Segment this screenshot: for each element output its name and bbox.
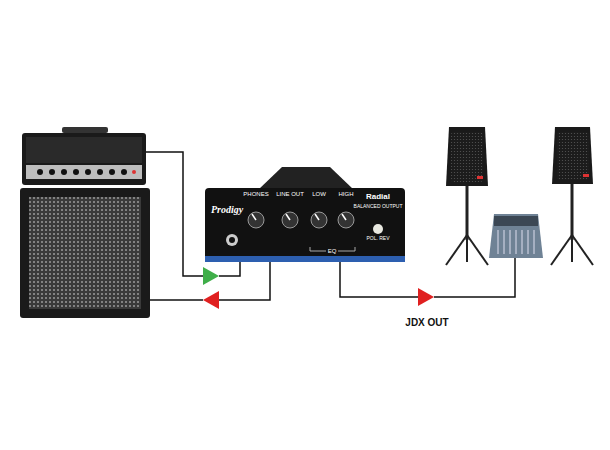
control-label: EQ xyxy=(326,248,339,254)
output-arrow xyxy=(203,291,219,309)
panel-label: BALANCED OUTPUT xyxy=(354,204,403,209)
control-label: LINE OUT xyxy=(276,191,304,197)
brand-name: Prodigy xyxy=(211,205,243,215)
speaker-cabinet xyxy=(20,188,150,318)
mixer xyxy=(489,214,543,258)
amp-head xyxy=(22,127,146,185)
brand-logo: Radial xyxy=(366,193,390,201)
control-label: LOW xyxy=(312,191,326,197)
pa-speaker xyxy=(446,127,488,265)
di-box: Prodigy PHONES LINE OUT LOW HIGH EQ RadialBALA… xyxy=(205,188,405,262)
control-label: POL. REV xyxy=(366,236,389,241)
di-box-body xyxy=(205,167,405,262)
signal-label: JDX OUT xyxy=(405,318,448,328)
output-arrow xyxy=(418,288,434,306)
control-label: HIGH xyxy=(339,191,354,197)
input-arrow xyxy=(203,267,219,285)
pa-speaker xyxy=(551,127,593,265)
control-label: PHONES xyxy=(243,191,268,197)
